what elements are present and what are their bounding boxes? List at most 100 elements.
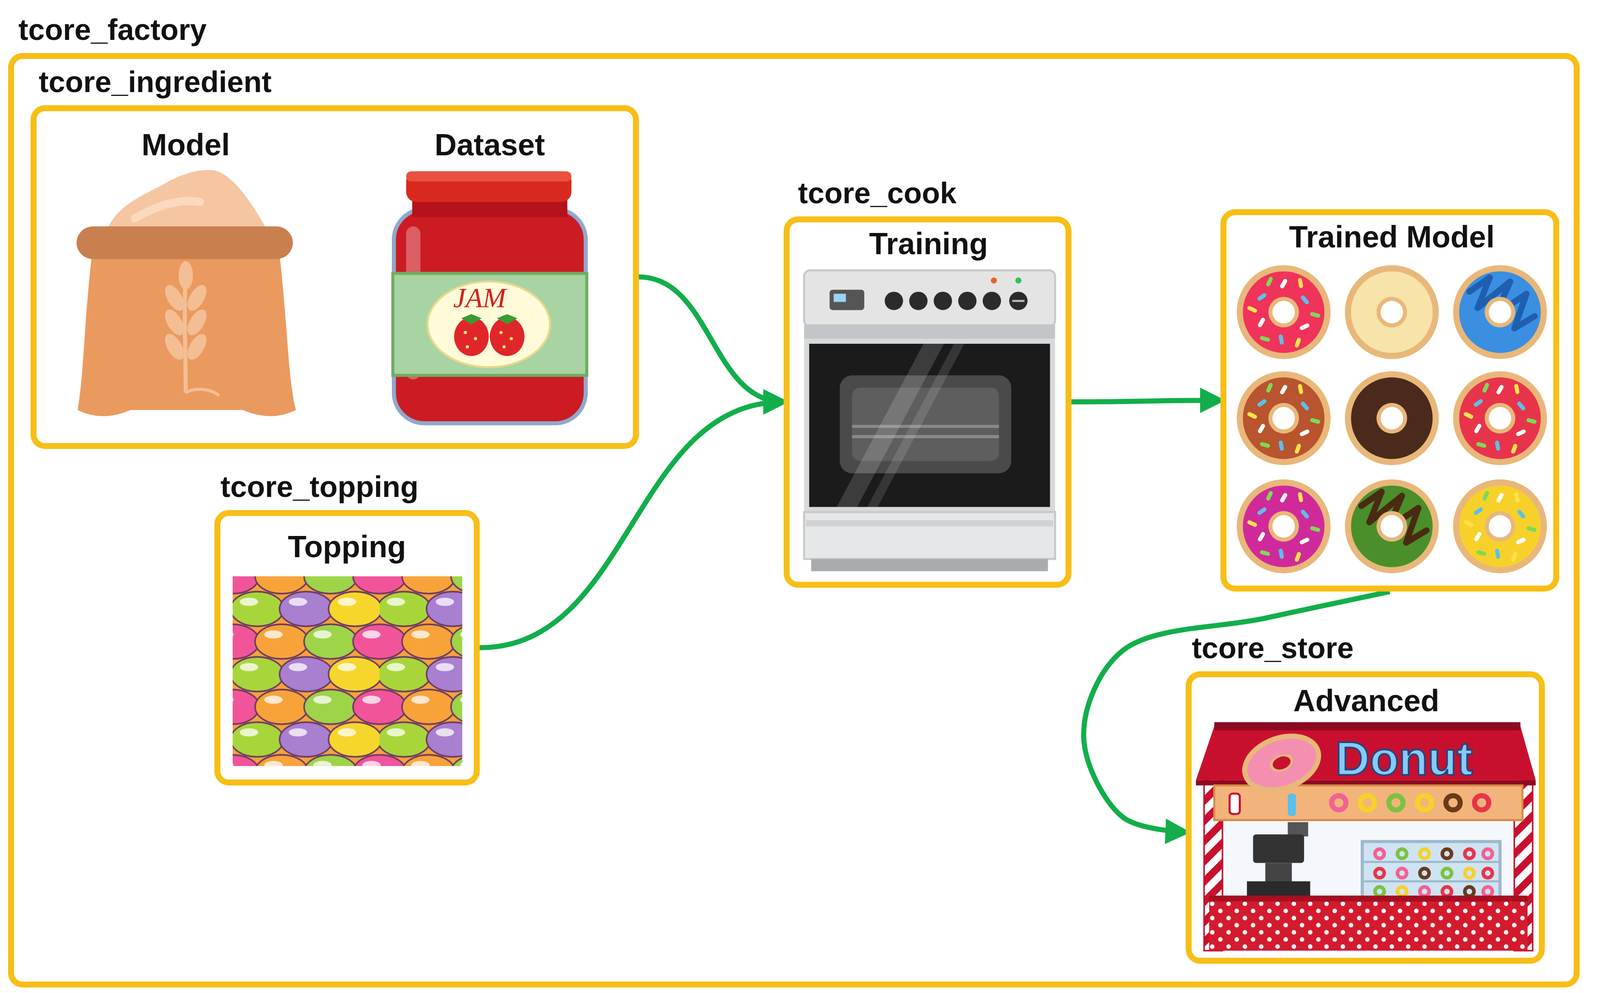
box-heading: tcore_topping: [220, 469, 419, 505]
donut-grid: [1272, 407, 1295, 430]
donut-shop: [1229, 793, 1240, 815]
donut-shop: [1483, 849, 1493, 859]
flour-sack: [161, 331, 189, 363]
donut-grid: [1488, 515, 1512, 538]
donut-grid: [1268, 511, 1300, 542]
donut-shop: [1240, 730, 1323, 797]
box-title: Model: [141, 127, 230, 163]
donut-grid: [1344, 371, 1439, 466]
donut-grid: [1380, 300, 1404, 324]
oven: [804, 270, 1055, 327]
donut-grid: [1453, 265, 1547, 360]
donut-shop: [1209, 775, 1528, 951]
donut-grid: [1344, 479, 1439, 574]
donut-shop: [1209, 902, 1528, 951]
stage-box: tcore_ingredientModelDataset: [30, 105, 639, 450]
jam-jar: [497, 314, 518, 325]
donut-grid: [1350, 271, 1433, 353]
stage-box: tcore_toppingTopping: [214, 510, 480, 786]
donut-shop: [1397, 849, 1407, 859]
oven: [982, 291, 1002, 310]
donut-shop: [1375, 868, 1385, 879]
oven: [829, 289, 865, 311]
donut-shop: [1209, 895, 1528, 902]
donut-grid: [1236, 371, 1331, 466]
box-heading: tcore_cook: [798, 176, 957, 211]
donut-shop: [1267, 751, 1296, 776]
flour-sack: [183, 331, 211, 363]
donut-grid: [1462, 490, 1537, 563]
donut-grid: [1361, 492, 1427, 543]
stage-box: tcore_storeAdvanced: [1185, 671, 1545, 965]
donut-shop: [1331, 795, 1489, 811]
oven: [1012, 300, 1025, 303]
donut-shop: [1420, 868, 1430, 879]
jam-jar: [392, 171, 587, 424]
donut-grid: [1459, 485, 1541, 568]
donut-shop: [1362, 841, 1500, 901]
donut-grid: [1453, 371, 1547, 466]
donut-grid: [1484, 511, 1516, 542]
donut-grid: [1344, 265, 1439, 360]
box-title: Trained Model: [1289, 219, 1495, 255]
jam-jar: [427, 281, 550, 368]
donut-shop: [1420, 849, 1430, 859]
oven: [804, 324, 1055, 339]
donut-shop: [1375, 849, 1385, 859]
flour-sack: [161, 306, 189, 339]
jam-jar: [465, 345, 470, 349]
oven: [990, 277, 997, 284]
donut-shop: [1465, 868, 1475, 879]
donut-shop: [1287, 793, 1296, 817]
flow-arrow: [638, 277, 784, 403]
jam-jar: [406, 171, 572, 203]
donut-shop: [1214, 722, 1521, 731]
donut-grid: [1376, 511, 1408, 542]
flow-arrow: [1071, 400, 1221, 403]
box-heading: tcore_factory: [18, 12, 207, 48]
jam-jar: [502, 345, 507, 349]
oven: [809, 343, 1050, 508]
donut-shop: [1445, 795, 1461, 811]
flour-sack: [178, 261, 194, 290]
donut-grid: [1272, 300, 1295, 324]
box-title: Advanced: [1293, 683, 1440, 719]
oven: [806, 520, 1054, 527]
oven: [1015, 277, 1022, 284]
flour-sack: [76, 226, 293, 260]
jam-jar: [463, 331, 467, 335]
donut-grid: [1488, 300, 1512, 324]
oven: [867, 343, 965, 508]
donut-shop: [1474, 795, 1489, 811]
candy-pattern: [232, 576, 463, 767]
donut-shop: [1246, 881, 1311, 898]
flour-sack: [76, 170, 296, 417]
donut-grid: [1376, 402, 1408, 434]
flour-sack: [134, 201, 200, 219]
jam-jar: [392, 273, 587, 376]
oven: [958, 291, 977, 310]
donut-shop: [1375, 887, 1385, 897]
donut-shop: [1362, 880, 1500, 883]
donut-shop: [1331, 795, 1347, 811]
oven: [804, 512, 1055, 560]
donut-shop: [1375, 849, 1493, 897]
box-title: Topping: [287, 529, 407, 565]
donut-grid: [1380, 407, 1404, 430]
jam-jar: [509, 337, 513, 341]
oven: [909, 291, 928, 310]
flour-sack: [161, 261, 220, 396]
donut-grid: [1242, 485, 1325, 568]
box-title: Training: [868, 226, 988, 262]
donut-grid: [1469, 277, 1535, 329]
flour-sack: [77, 255, 296, 417]
stage-box: Trained Model: [1220, 209, 1560, 592]
donut-shop: [1362, 861, 1500, 864]
flour-sack: [185, 389, 220, 396]
donut-grid: [1242, 377, 1325, 459]
donut-shop: [1271, 754, 1293, 773]
jam-jar: [473, 337, 478, 341]
jam-jar: [406, 171, 572, 182]
donut-grid: [1344, 479, 1439, 574]
